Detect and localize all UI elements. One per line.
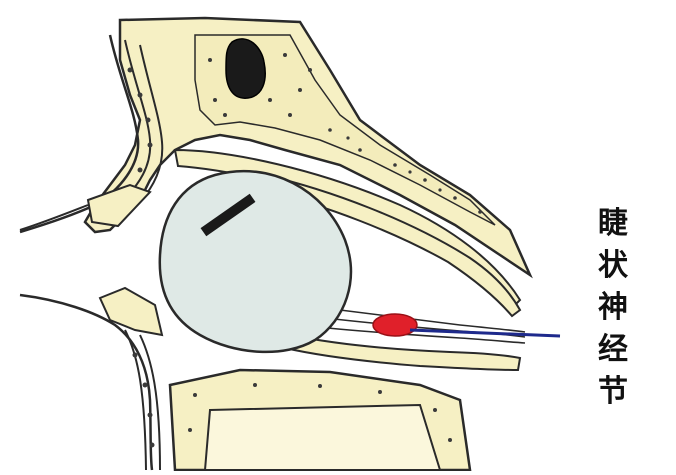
upper-eyelid-skin [19, 34, 140, 234]
label-char: 睫 [598, 206, 628, 241]
bone-speckles [208, 53, 482, 214]
lower-lid-skin [19, 293, 154, 471]
eyeball-shape [158, 170, 353, 354]
maxilla-speckles [188, 383, 452, 442]
upper-lid-bands [117, 39, 164, 206]
frontal-sinus [225, 38, 266, 99]
lower-lid-tip [98, 286, 164, 337]
label-char: 节 [598, 374, 628, 409]
inferior-rectus [283, 333, 522, 372]
pointer-line [409, 328, 561, 338]
upper-lashes [19, 204, 89, 231]
label-char: 经 [598, 332, 628, 367]
lower-lid-hatching [132, 352, 155, 448]
label-char: 神 [598, 290, 628, 325]
label-char: 状 [598, 248, 628, 283]
eyeball-marker [200, 193, 256, 237]
upper-lid-tip [86, 183, 152, 228]
maxillary-sinus [203, 403, 442, 471]
ganglion-dot [372, 313, 418, 337]
ciliary-ganglion-label: 睫 状 神 经 节 [590, 205, 636, 411]
lower-lid-bands [124, 329, 161, 471]
frontal-inner-bone [194, 34, 496, 226]
